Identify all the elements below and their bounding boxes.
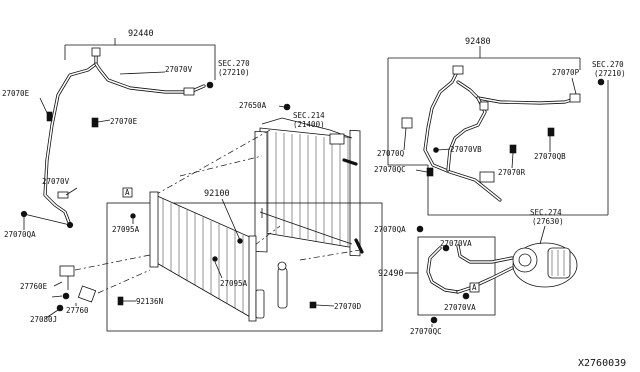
condenser-frame (106, 202, 383, 332)
sensor-bracket (56, 265, 97, 312)
ref-box-a-right (469, 282, 480, 293)
label-27070d: 27070D (334, 302, 362, 311)
rear-pipe-assembly (401, 65, 605, 202)
label-27650a: 27650A (239, 101, 267, 110)
radiator-cap-icon (329, 133, 345, 145)
ref-a-right: A (472, 283, 477, 292)
ref-box-a-left (122, 187, 133, 198)
label-27070p: 27070P (552, 68, 580, 77)
compressor (512, 242, 578, 288)
label-sec270-1-sub: (27210) (218, 68, 250, 77)
clip-icon (426, 167, 434, 177)
label-27080j: 27080J (30, 315, 57, 324)
label-27070qa-2: 27070QA (374, 225, 406, 234)
pipe-fitting-icon (401, 117, 413, 129)
label-27070qa-1: 27070QA (4, 230, 36, 239)
clip-icon (309, 301, 317, 309)
bolt-icon (130, 213, 136, 219)
label-sec270-1: SEC.270 (218, 59, 250, 68)
clip-icon (479, 171, 495, 183)
label-sec214-sub: (21400) (293, 120, 325, 129)
cap-icon (283, 103, 291, 111)
label-27070e-a: 27070E (2, 89, 30, 98)
label-27070qc-1: 27070QC (374, 165, 406, 174)
clip-icon (57, 191, 69, 199)
label-27070vb: 27070VB (450, 145, 482, 154)
label-27070v-2: 27070V (42, 177, 70, 186)
clip-icon (46, 111, 53, 122)
clip-icon (509, 144, 517, 154)
receiver-drier (277, 267, 288, 309)
label-92100: 92100 (204, 189, 230, 199)
label-sec270-2-sub: (27210) (594, 69, 626, 78)
label-92440: 92440 (128, 29, 154, 39)
diagram-id: X2760039 (578, 358, 626, 369)
ref-a-left: A (125, 188, 130, 197)
bolt-icon (212, 256, 218, 262)
front-pipe-assembly (20, 38, 216, 230)
label-sec270-2: SEC.270 (592, 60, 624, 69)
label-27095a-2: 27095A (220, 279, 248, 288)
label-sec274: SEC.274 (530, 208, 562, 217)
pipe-fitting-icon (569, 93, 581, 103)
pipe-fitting-icon (91, 47, 101, 57)
label-27070va-1: 27070VA (440, 239, 472, 248)
label-sec274-sub: (27630) (532, 217, 564, 226)
pipe-fitting-icon (183, 87, 195, 96)
label-27070v-1: 27070V (165, 65, 193, 74)
label-27095a-1: 27095A (112, 225, 140, 234)
pipe-fitting-icon (479, 101, 489, 111)
pipe-fitting-icon (452, 65, 464, 75)
hose-assembly (416, 225, 514, 324)
pipe-end-icon (206, 81, 214, 89)
radiator (254, 103, 364, 257)
drier-clip-icon (117, 296, 124, 306)
label-92136n: 92136N (136, 297, 163, 306)
label-27760e: 27760E (20, 282, 48, 291)
clip-icon (433, 147, 439, 153)
label-27070va-2: 27070VA (444, 303, 476, 312)
label-27070qb: 27070QB (534, 152, 566, 161)
pipe-end-icon (597, 78, 605, 86)
label-92490: 92490 (378, 269, 404, 279)
bolt-icon (430, 316, 438, 324)
bolt-icon (416, 225, 424, 233)
label-27070q: 27070Q (377, 149, 405, 158)
label-92480: 92480 (465, 37, 491, 47)
label-27760: 27760 (66, 306, 89, 315)
label-sec214: SEC.214 (293, 111, 325, 120)
label-27070e-b: 27070E (110, 117, 138, 126)
clip-icon (547, 127, 555, 137)
label-27070qc-2: 27070QC (410, 327, 442, 336)
label-27070r: 27070R (498, 168, 526, 177)
clip-icon (91, 117, 99, 128)
condenser (149, 191, 288, 322)
